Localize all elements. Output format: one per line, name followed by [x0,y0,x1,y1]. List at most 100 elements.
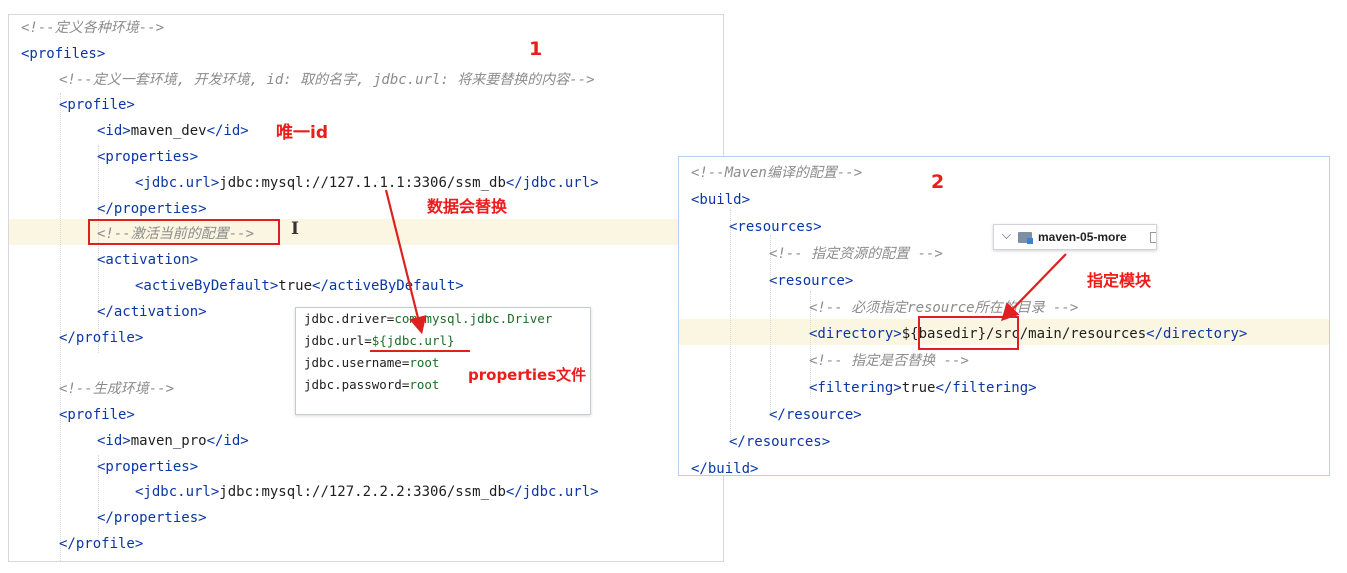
code-comment: <!-- 指定资源的配置 --> [769,245,943,262]
annotation-unique-id: 唯一id [276,123,328,143]
code-line[interactable]: <resources> [729,214,822,240]
code-line[interactable]: <properties> [97,454,198,480]
code-line[interactable]: </profile> [59,325,143,351]
code-line[interactable]: <profile> [59,402,135,428]
code-line[interactable]: <properties> [97,144,198,170]
code-line[interactable]: <jdbc.url>jdbc:mysql://127.1.1.1:3306/ss… [135,170,599,196]
xml-tag: <jdbc.url> [135,484,220,501]
code-line[interactable]: </properties> [97,196,207,222]
code-text: maven_pro [130,432,207,449]
module-marker-icon [1027,238,1033,244]
indent-guide [98,455,99,535]
xml-tag: </activeByDefault> [312,278,464,294]
annotation-number-2: 2 [931,171,945,193]
indent-guide [60,93,61,561]
code-line[interactable]: <id>maven_pro</id> [97,428,249,454]
annotation-specify-module: 指定模块 [1087,271,1152,290]
code-text: maven_dev [130,123,207,140]
xml-tag: <profile> [59,407,135,423]
text-cursor-icon: I [291,219,299,239]
xml-tag: </id> [206,432,249,449]
code-line[interactable]: <!-- 指定资源的配置 --> [769,241,943,267]
code-line[interactable]: <directory>${basedir}/src/main/resources… [809,321,1247,347]
code-line[interactable]: </resources> [729,429,830,455]
code-comment: <!-- 指定是否替换 --> [809,353,969,370]
xml-tag: <activeByDefault> [135,278,279,294]
xml-tag: </profile> [59,329,144,346]
xml-tag: <profile> [59,97,135,114]
code-line[interactable]: <activeByDefault>true</activeByDefault> [135,273,464,299]
annotation-properties-file: properties文件 [468,366,587,384]
project-name-label: maven-05-more [1038,230,1127,244]
code-comment: <!--定义一套环境, 开发环境, id: 取的名字, jdbc.url: 将来… [59,71,595,88]
highlight-box-basedir [918,316,1019,350]
code-line[interactable]: <!--定义各种环境--> [21,15,164,41]
code-line[interactable]: </properties> [97,505,207,531]
code-line[interactable]: </build> [691,456,758,475]
code-text: true [278,278,313,294]
annotation-data-replace: 数据会替换 [427,197,508,216]
xml-tag: <activation> [97,252,199,269]
xml-tag: <profiles> [21,45,106,62]
code-line[interactable]: <!--激活当前的配置--> [97,221,254,247]
xml-tag: </jdbc.url> [505,174,599,191]
code-line[interactable]: <jdbc.url>jdbc:mysql://127.2.2.2:3306/ss… [135,479,599,505]
underline-jdbc-url [370,350,470,352]
xml-tag: <resource> [769,272,854,289]
xml-tag: <filtering> [809,380,902,397]
code-line[interactable]: <filtering>true</filtering> [809,375,1037,401]
xml-tag: <directory> [809,326,902,343]
code-line[interactable]: </profile> [59,531,143,557]
xml-tag: </resource> [769,407,862,424]
indent-guide [810,291,811,397]
xml-tag: </properties> [97,510,207,527]
property-line: jdbc.username=root [304,355,440,370]
code-line[interactable]: <build> [691,187,750,213]
code-line[interactable]: <!--定义一套环境, 开发环境, id: 取的名字, jdbc.url: 将来… [59,67,595,93]
code-comment: <!-- 必须指定resource所在的目录 --> [809,299,1079,316]
code-line[interactable]: <!-- 必须指定resource所在的目录 --> [809,295,1078,321]
arrow-jdbc-url [384,189,427,335]
code-comment: <!--Maven编译的配置--> [691,165,863,181]
code-line[interactable]: <profiles> [21,41,105,67]
xml-tag: <resources> [729,218,822,235]
code-line[interactable]: </resource> [769,402,862,428]
indent-guide [730,209,731,439]
code-text: jdbc:mysql://127.2.2.2:3306/ssm_db [219,484,506,501]
indent-guide [98,145,99,353]
property-line: jdbc.url=${jdbc.url} [304,333,455,348]
xml-tag: </directory> [1146,326,1248,343]
code-line[interactable]: <activation> [97,247,198,273]
current-line-highlight [9,219,723,245]
code-line[interactable]: <!-- 指定是否替换 --> [809,348,969,374]
xml-tag: </jdbc.url> [505,484,599,501]
folder-icon [1150,232,1156,243]
xml-tag: <id> [97,432,131,449]
property-line: jdbc.password=root [304,377,440,392]
code-line[interactable]: <profile> [59,92,135,118]
code-text: true [901,380,936,397]
xml-tag: <properties> [97,149,199,165]
project-tree-item[interactable]: maven-05-more [993,224,1157,250]
xml-tag: <build> [691,191,751,208]
xml-tag: </resources> [729,434,831,450]
code-line[interactable]: <!--Maven编译的配置--> [691,160,862,186]
code-text: jdbc:mysql://127.1.1.1:3306/ssm_db [219,174,506,191]
folder-icon [1018,232,1032,243]
current-line-highlight [679,319,1329,345]
properties-file-popup: jdbc.driver=com.mysql.jdbc.Driver jdbc.u… [295,307,591,415]
property-line: jdbc.driver=com.mysql.jdbc.Driver [304,311,553,326]
annotation-number-1: 1 [529,38,543,60]
xml-tag: <properties> [97,458,199,475]
xml-tag: </profile> [59,536,144,552]
code-comment: <!--生成环境--> [59,381,175,398]
code-comment: <!--激活当前的配置--> [97,226,255,243]
xml-tag: <id> [97,123,131,140]
xml-tag: </id> [206,123,249,140]
code-line[interactable]: <!--生成环境--> [59,376,174,402]
left-code-editor[interactable]: <!--定义各种环境--> <profiles> <!--定义一套环境, 开发环境,… [8,14,724,562]
code-line[interactable]: <id>maven_dev</id> [97,118,249,144]
code-line[interactable]: </activation> [97,299,207,325]
code-line[interactable]: <resource> [769,268,853,294]
